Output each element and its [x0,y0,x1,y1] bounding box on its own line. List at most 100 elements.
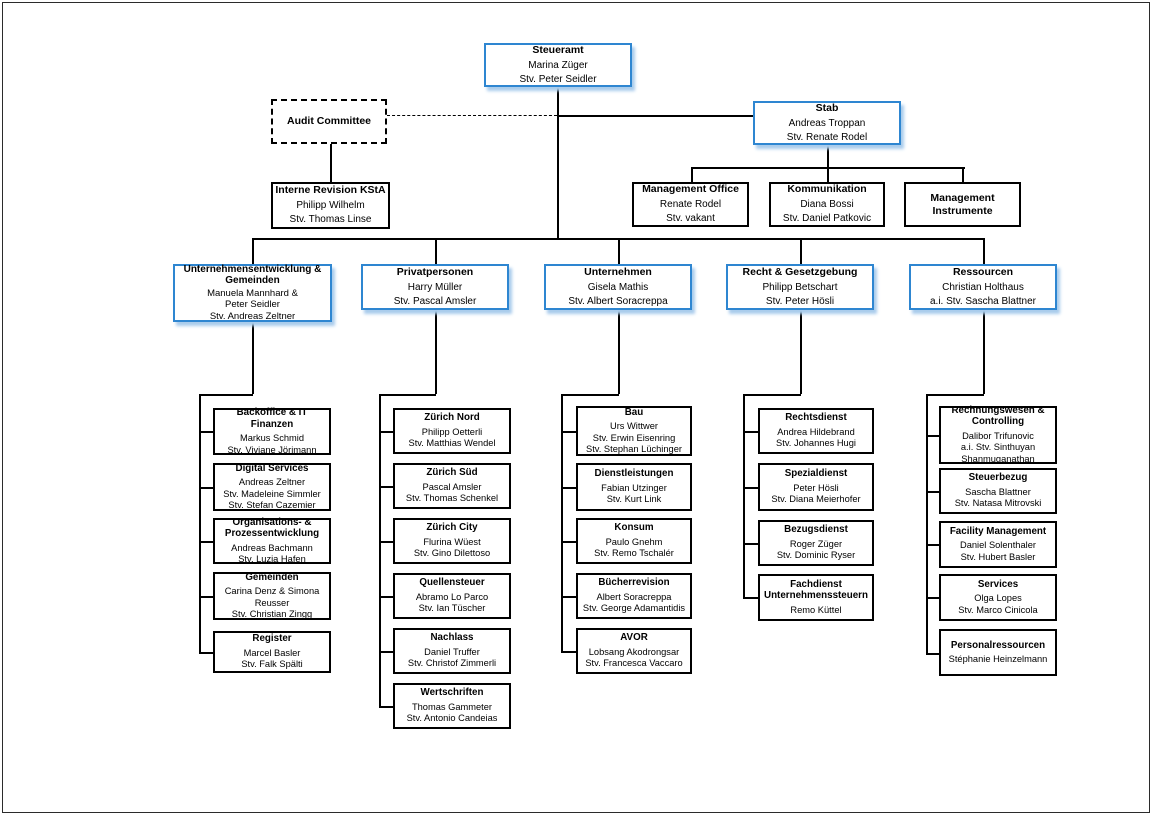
node-person-line: Stv. Christian Zingg [231,609,313,619]
node-title: Ressourcen [953,266,1013,279]
node-person-line: Olga Lopes [974,593,1022,604]
node-title-line: Gemeinden [245,571,299,583]
node-title: Unternehmensentwicklung &Gemeinden [184,264,322,287]
node-title-line: Finanzen [250,418,294,430]
node-title: Register [252,633,291,645]
node-title: Facility Management [950,526,1046,538]
connector-line [800,238,802,264]
node-title-line: Management [930,191,995,204]
node-audit-committee: Audit Committee [271,99,387,144]
node-title-line: Konsum [614,522,654,534]
connector-line [379,541,393,543]
node-person-line: Flurina Wüest [423,536,481,547]
node-title-line: Zürich Nord [424,412,480,424]
node-title-line: Bezugsdienst [784,524,848,536]
node-title-line: Fachdienst [790,578,842,590]
connector-line [561,394,563,651]
node-title-line: Digital Services [235,462,309,474]
node-title: Bau [625,407,644,419]
node-person-line: Stv. Stefan Cazemier [228,500,316,510]
node-person-line: Stv. Gino Dilettoso [413,548,491,559]
connector-line [926,653,939,655]
node-title-line: Zürich Süd [426,467,478,479]
node-title-line: Gemeinden [225,275,280,287]
node-title-line: Unternehmen [584,265,652,278]
node-person-line: Stv. Thomas Schenkel [405,493,499,504]
node-person-line: Christian Holthaus [942,281,1024,293]
node-title: Spezialdienst [785,468,848,480]
node-person-line: Stv. Natasa Mitrovski [954,498,1042,509]
node-person-line: Marina Züger [528,59,588,71]
node-title-line: Instrumente [932,204,993,217]
node-person-line: Stv. Luzia Hafen [238,554,306,564]
node-title-line: Management Office [642,183,739,195]
node-person-line: Stv. Pascal Amsler [393,295,477,307]
node-title-line: Stab [815,101,839,114]
connector-line [926,544,939,546]
node-person-line: Stv. Antonio Candeias [406,713,498,724]
connector-line [199,431,213,433]
connector-line [800,310,802,394]
node-person-line: Sascha Blattner [965,486,1031,497]
node-title-line: Services [977,578,1019,590]
node-person-line: Roger Züger [789,538,843,549]
node-title: Services [978,579,1018,591]
connector-line [379,596,393,598]
node-person-line: Markus Schmid [239,433,305,443]
node-person-line: Lobsang Akodrongsar [588,646,680,657]
connector-line [926,435,939,437]
node-title-line: Spezialdienst [784,468,848,480]
connector-line [618,238,620,264]
node-person-line: Harry Müller [407,281,463,293]
node-person-line: Thomas Gammeter [411,701,493,712]
node-person-line: Stv. Ian Tüscher [418,603,486,614]
node-person-line: Albert Soracreppa [596,591,672,602]
node-person-line: Daniel Truffer [424,646,480,657]
connector-line [743,597,758,599]
connector-line [387,115,557,116]
node-title: Interne Revision KStA [275,184,385,197]
node-person-line: Stv. Albert Soracreppa [568,295,668,307]
connector-line [379,394,436,396]
node-person-line: Peter Hösli [793,482,839,493]
connector-line [199,596,213,598]
connector-line [743,487,758,489]
connector-line [435,310,437,394]
node-person-line: Stv. Dominic Ryser [776,550,856,561]
connector-line [983,238,985,264]
node-person-line: Stv. Matthias Wendel [408,438,496,449]
node-title-line: Register [252,633,292,645]
node-title: Kommunikation [787,183,866,196]
node-title: Zürich City [426,522,477,534]
node-person-line: Stv. Marco Cinicola [958,604,1038,615]
